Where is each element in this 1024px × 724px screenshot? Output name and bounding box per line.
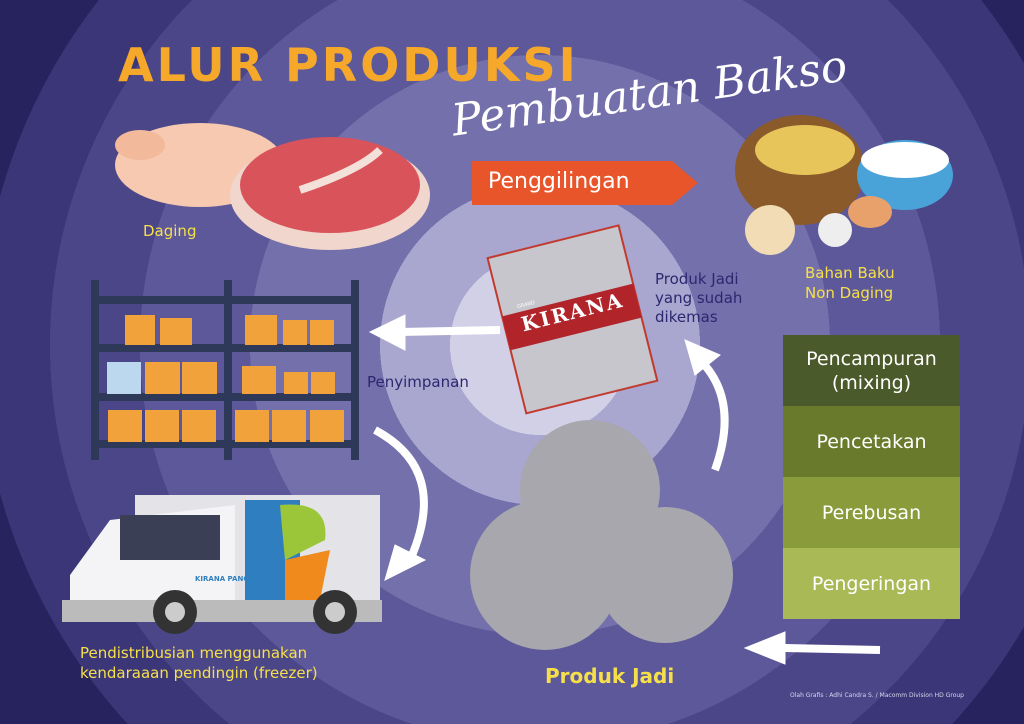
label-line: dikemas: [655, 308, 718, 326]
truck-illustration: [62, 495, 382, 634]
credit-text: Olah Grafis : Adhi Candra S. / Macomm Di…: [790, 692, 964, 699]
meatballs-illustration: [470, 420, 733, 650]
flow-arrows: [368, 314, 881, 665]
label-distribusi: Pendistribusian menggunakan kendaraaan p…: [80, 643, 318, 683]
label-line: kendaraaan pendingin (freezer): [80, 664, 318, 682]
label-line: Produk Jadi: [655, 270, 739, 288]
arrow-shape-icon: [472, 161, 698, 205]
boxes-illustration: [108, 315, 344, 442]
label-produk-jadi: Produk Jadi: [545, 664, 675, 688]
label-penyimpanan: Penyimpanan: [367, 373, 469, 391]
step-pencampuran: Pencampuran (mixing): [783, 335, 960, 406]
label-produk-dikemas: Produk Jadi yang sudah dikemas: [655, 270, 742, 327]
label-bahan-baku: Bahan Baku Non Daging: [805, 263, 895, 303]
step-perebusan: Perebusan: [783, 477, 960, 548]
step-pencetakan: Pencetakan: [783, 406, 960, 477]
penggilingan-arrow: Penggilingan: [472, 161, 698, 205]
step-pengeringan: Pengeringan: [783, 548, 960, 619]
label-line: yang sudah: [655, 289, 743, 307]
ingredients-illustration: [735, 115, 953, 255]
truck-brand: KIRANA PANGAN: [195, 575, 261, 583]
label-line: Pendistribusian menggunakan: [80, 644, 308, 662]
shelf-illustration: [91, 280, 359, 460]
label-line: Bahan Baku: [805, 264, 895, 282]
process-steps: Pencampuran (mixing) Pencetakan Perebusa…: [783, 335, 960, 620]
page-title: ALUR PRODUKSI: [118, 38, 579, 92]
package-illustration: [486, 224, 659, 415]
label-line: Non Daging: [805, 284, 894, 302]
label-daging: Daging: [143, 222, 197, 240]
penggilingan-label: Penggilingan: [488, 169, 630, 194]
meat-illustration: [230, 137, 430, 250]
